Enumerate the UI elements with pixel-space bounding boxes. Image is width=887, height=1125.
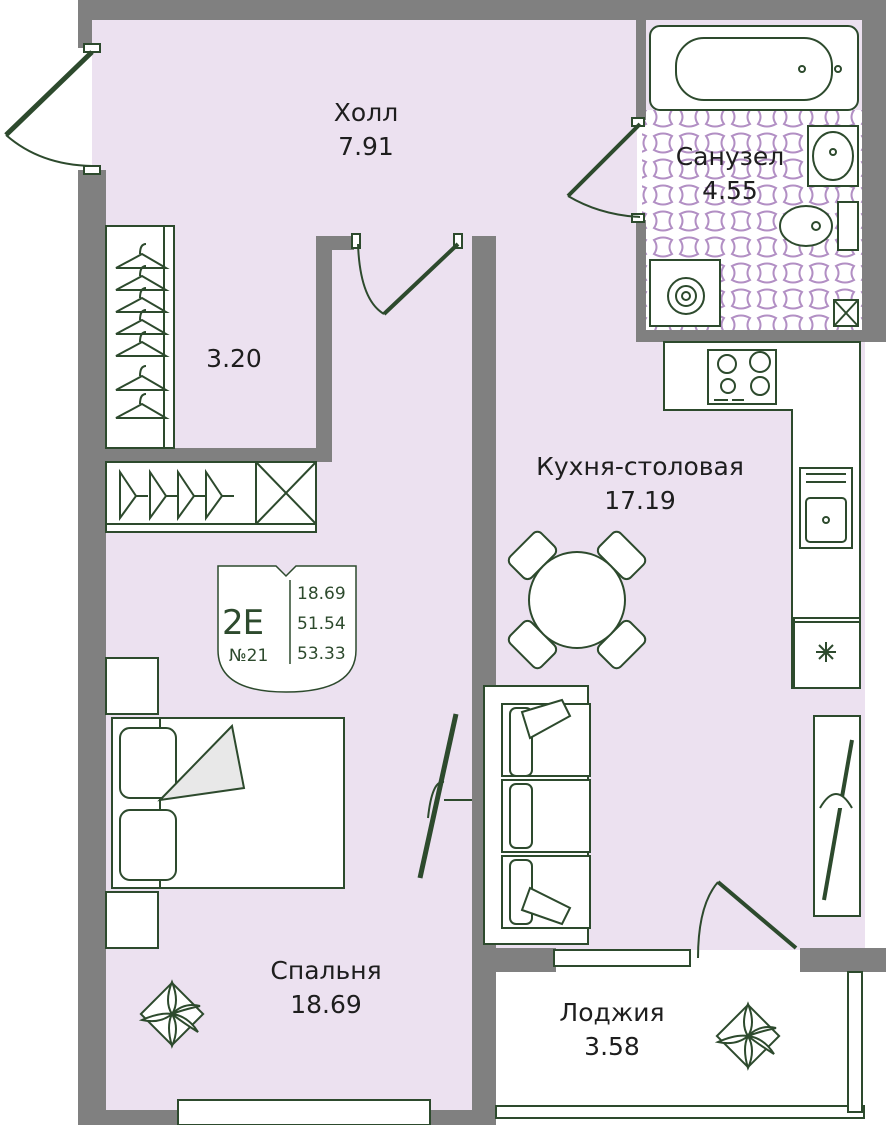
room-name: Холл (333, 98, 399, 127)
doors (4, 43, 798, 959)
wall-loggia-top-right (800, 948, 886, 972)
total-area-value: 51.54 (297, 614, 346, 634)
wall-bath-bottom (636, 330, 886, 342)
wall-bottom (78, 1110, 186, 1125)
loggia-window (495, 1105, 865, 1119)
room-label-loggia: Лоджия 3.58 (559, 996, 664, 1064)
wall-loggia-top-left (496, 948, 556, 972)
room-label-bedroom: Спальня 18.69 (270, 954, 381, 1022)
wall-left-upper (78, 0, 92, 48)
ventilation-shaft-icon (833, 299, 859, 327)
room-area: 7.91 (338, 132, 394, 161)
stove-icon (707, 349, 777, 405)
fridge-icon (793, 617, 861, 689)
wall-hall-kitchen (472, 236, 496, 412)
wall-bath-left (636, 20, 646, 120)
tv-icon (813, 715, 861, 917)
wall-closet-bottom (106, 448, 332, 462)
loggia-door (697, 880, 798, 959)
closet-wardrobe (105, 225, 175, 449)
room-label-bathroom: Санузел 4.55 (676, 140, 785, 208)
apartment-number: №21 (229, 646, 269, 666)
wall-bath-left-lower (636, 220, 646, 342)
room-label-kitchen: Кухня-столовая 17.19 (536, 450, 744, 518)
walls (78, 0, 886, 1125)
bed-icon (105, 657, 345, 949)
apartment-badge-shape (217, 565, 357, 693)
living-area-value: 18.69 (297, 584, 346, 604)
room-area: 17.19 (604, 486, 676, 515)
room-area: 18.69 (290, 990, 362, 1019)
entrance-door (4, 43, 101, 175)
sink-icon (807, 125, 859, 187)
apartment-type-code: 2E (222, 603, 264, 643)
wardrobes (105, 225, 317, 533)
bathtub-icon (649, 25, 859, 111)
room-name: Лоджия (559, 998, 665, 1027)
room-area: 4.55 (702, 176, 758, 205)
plant-icon-bedroom (138, 979, 205, 1049)
hanger-icon (119, 468, 234, 522)
room-label-closet: 3.20 (206, 342, 262, 376)
kitchen-sink-icon (799, 467, 853, 549)
wall-top (78, 0, 886, 20)
kitchen-loggia-window (553, 949, 691, 967)
windows (177, 949, 865, 1125)
room-name: Кухня-столовая (536, 452, 744, 481)
room-name: Спальня (270, 956, 382, 985)
room-area: 3.58 (584, 1032, 640, 1061)
bedroom-window (177, 1099, 431, 1125)
kitchen-counter (663, 341, 861, 689)
room-name: Санузел (675, 142, 785, 171)
bathroom-fixtures (649, 25, 859, 327)
bedroom-tv-icon (417, 713, 472, 879)
plant-icon-loggia (714, 1001, 781, 1071)
loggia-floor (496, 972, 862, 1112)
sofa-icon (483, 685, 591, 945)
room-area: 3.20 (206, 344, 262, 373)
total-with-loggia-value: 53.33 (297, 644, 346, 664)
washing-machine-icon (649, 259, 721, 327)
bathroom-door (566, 117, 645, 223)
kitchen-furniture (507, 341, 861, 917)
wall-bedroom-inner (316, 236, 332, 448)
wall-loggia-left (472, 948, 496, 1125)
toilet-icon (779, 201, 859, 251)
loggia-side-window (847, 971, 863, 1113)
bedroom-wardrobe (105, 461, 317, 533)
bedroom-door (351, 233, 463, 316)
wall-right-top (862, 0, 886, 342)
hanger-icon (115, 243, 170, 419)
room-label-hall: Холл 7.91 (334, 96, 398, 164)
wall-left (78, 170, 106, 1125)
dining-table-icon (507, 530, 647, 670)
